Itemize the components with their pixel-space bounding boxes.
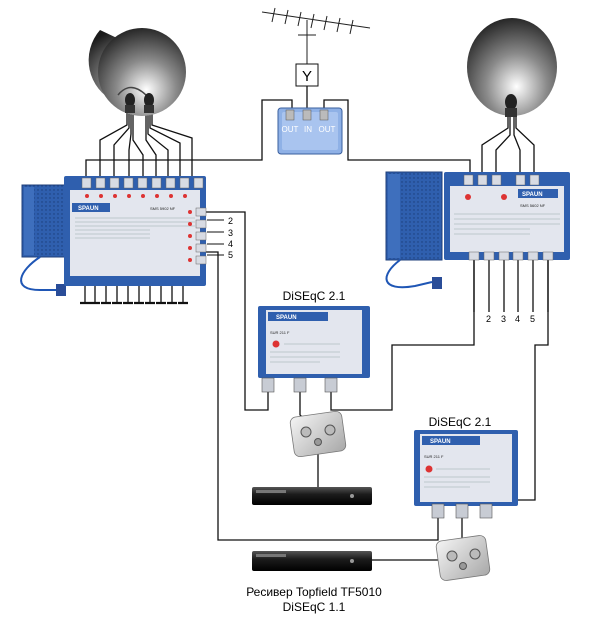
terrestrial-cable-right [323,99,471,178]
cable-left-out2 [205,251,439,541]
input-connectors-left [81,177,204,189]
satellite-receiver-1 [252,487,372,505]
left-ms-brand: SPAUN [78,206,99,212]
satellite-dish-right [467,18,557,117]
satellite-dish-left [88,28,186,116]
power-plug-icon [56,284,66,296]
terrestrial-cable-left [85,99,293,178]
relay1-ports [261,377,338,393]
lnb-cable-left [145,110,157,178]
antenna-y-label: Y [302,68,312,85]
combiner-in-label: IN [304,125,312,134]
output-stubs-left [84,285,184,303]
lnb-cable-right [515,115,535,178]
relay1-brand: SPAUN [276,315,297,321]
output-ports-right [468,251,554,261]
lnb-cable-left [113,110,130,178]
left-ms-model: SMS 5902 NF [150,206,176,211]
multiswitch-right: SPAUN SMS 5602 NF [385,171,570,289]
left-ms-output-2: 2 [228,216,233,226]
wall-outlet-1 [289,410,347,458]
lnb-cable-left [99,110,128,178]
receiver-protocol: DiSEqC 1.1 [283,600,346,614]
diseqc-relay-1: SPAUN SUR 211 F [258,306,370,393]
right-ms-output-2: 2 [486,314,491,324]
left-ms-output-3: 3 [228,228,233,238]
right-ms-output-labels: 2 3 4 5 [486,314,535,324]
combiner-out-right-label: OUT [319,125,336,134]
lnb-cable-left [151,110,193,178]
diplexer-combiner: OUT IN OUT [277,107,343,155]
output-stubs-right [473,258,549,312]
lnb-cable-left [147,110,169,178]
power-plug-icon [432,277,442,289]
lnb-cable-left [132,110,144,178]
wiring [80,86,549,561]
antenna-splitter: Y [295,63,319,87]
relay2-brand: SPAUN [430,439,451,445]
input-connectors-right [463,174,540,186]
right-ms-output-5: 5 [530,314,535,324]
multiswitch-left: SPAUN SMS 5902 NF [20,176,207,296]
diseqc-label-1: DiSEqC 2.1 [283,289,346,303]
lnb-icon [505,94,517,110]
diseqc-label-2: DiSEqC 2.1 [429,415,492,429]
lnb-cable-right [495,115,511,178]
left-ms-output-4: 4 [228,239,233,249]
right-ms-output-3: 3 [501,314,506,324]
lnb-icon [144,93,154,107]
lnb-cable-left [149,110,181,178]
lnb-cable-right [481,115,509,178]
combiner-out-left-label: OUT [282,125,299,134]
relay2-model: SUR 211 F [424,454,444,459]
right-ms-output-4: 4 [515,314,520,324]
left-ms-output-labels: 2 3 4 5 [207,216,233,260]
left-ms-output-5: 5 [228,250,233,260]
satellite-receiver-2 [252,551,372,571]
relay2-ports [431,503,493,519]
diseqc-relay-2: SPAUN SUR 211 F [414,430,518,519]
cable-right-out-a [330,258,475,411]
lnb-icon [125,93,135,107]
right-ms-model: SMS 5602 NF [520,203,546,208]
relay1-model: SUR 211 F [270,330,290,335]
right-ms-brand: SPAUN [522,192,543,198]
terrestrial-antenna [261,7,371,65]
receiver-name: Ресивер Topfield TF5010 [246,585,382,599]
lnb-cable-left [128,110,132,178]
lnb-cable-right [513,115,521,178]
output-ports-left [195,207,207,265]
cable-left-out1 [205,211,269,411]
wall-outlet-2 [435,535,491,581]
